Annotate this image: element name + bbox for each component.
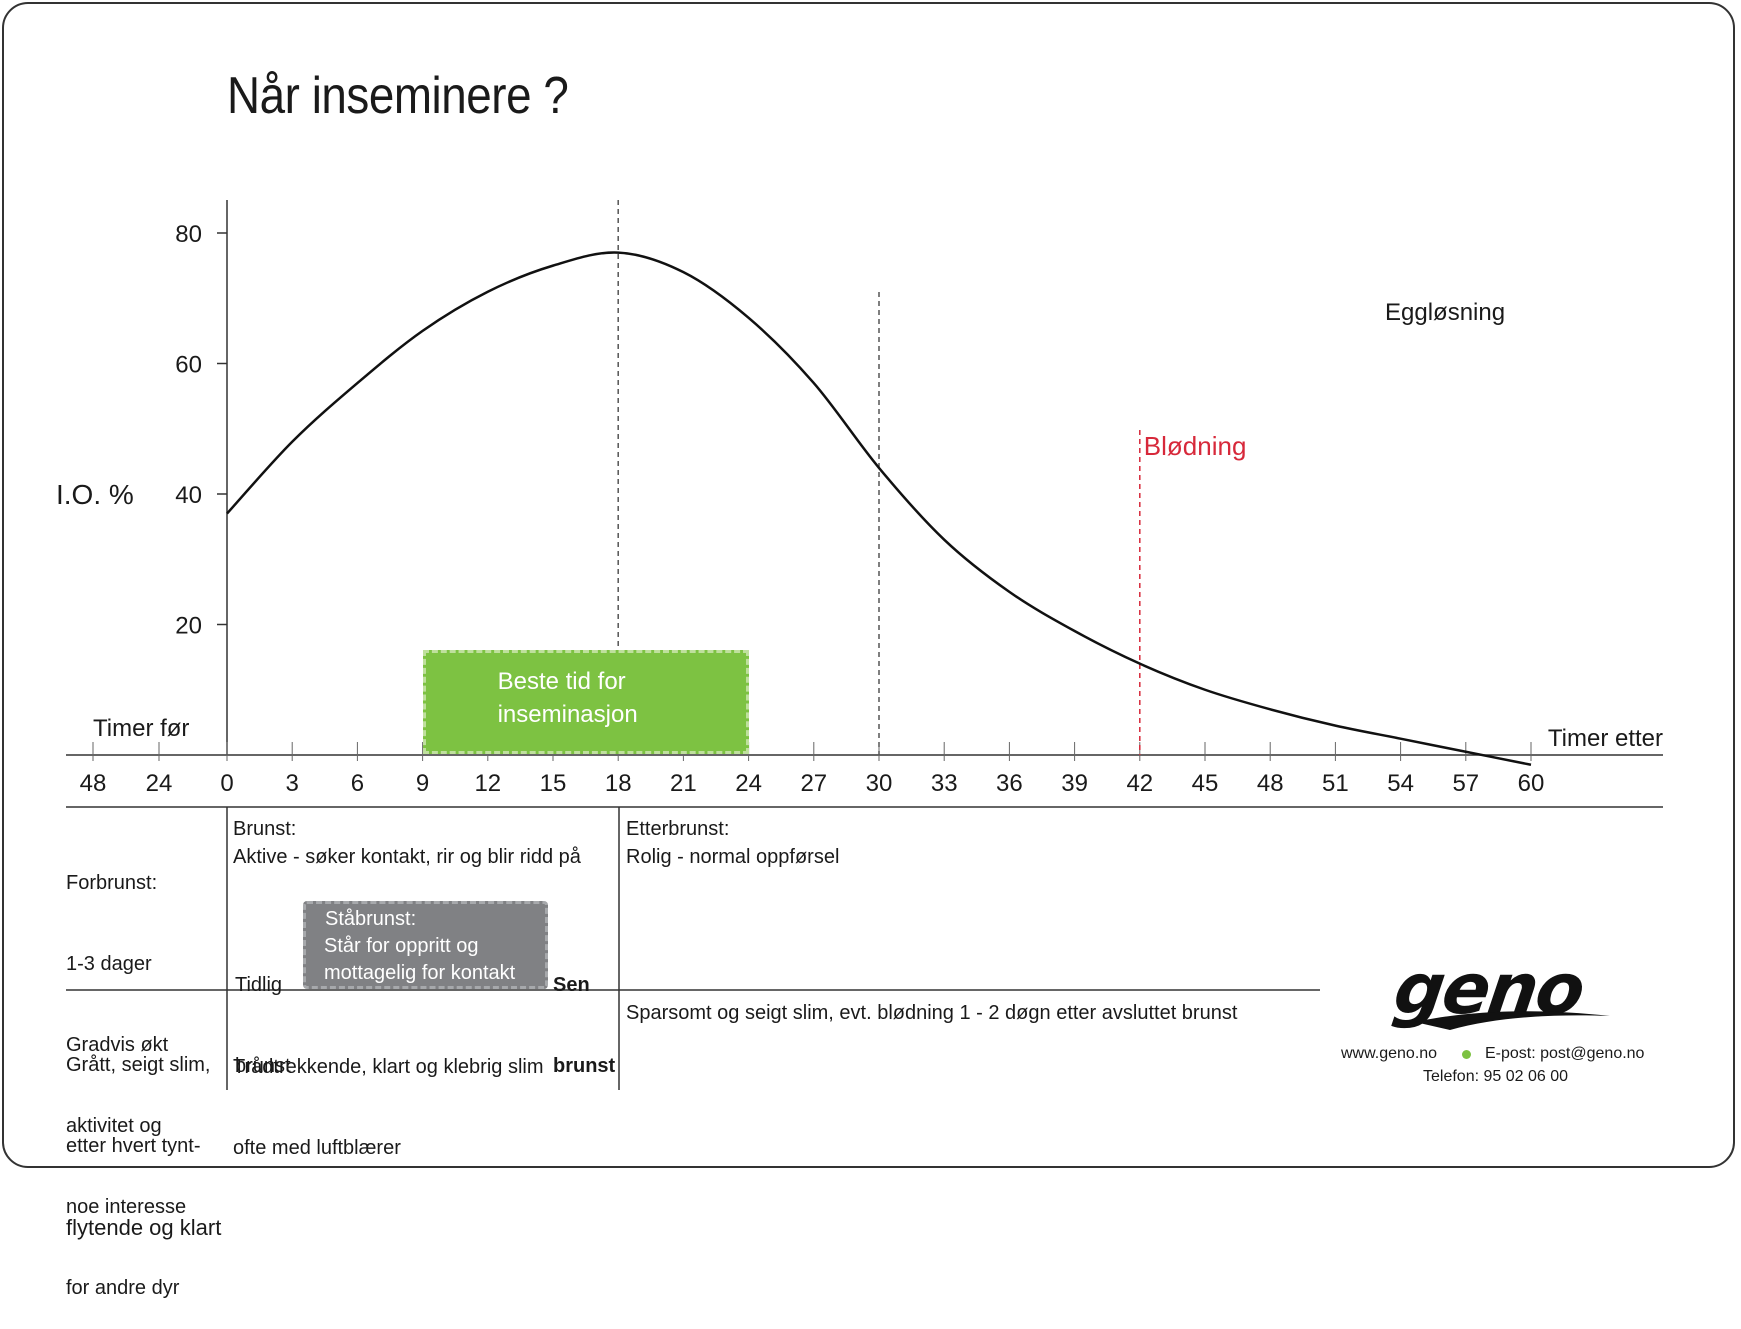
brunst-line: Aktive - søker kontakt, rir og blir ridd… — [233, 846, 581, 868]
early-heat-line-2: brunst — [235, 1055, 291, 1077]
forbrunst-line-2: Gradvis økt — [66, 1034, 169, 1056]
x-label-after: Timer etter — [1548, 725, 1663, 752]
x-tick-label: 33 — [931, 770, 958, 797]
x-tick-label: 12 — [474, 770, 501, 797]
x-tick-label: 54 — [1387, 770, 1414, 797]
y-tick-label: 60 — [175, 352, 202, 379]
x-tick-label: 45 — [1192, 770, 1219, 797]
x-tick-label: 24 — [146, 770, 173, 797]
footer-email[interactable]: E-post: post@geno.no — [1485, 1045, 1645, 1062]
best-time-box: Beste tid for inseminasjon — [422, 650, 749, 754]
etterbrunst-mucus: Sparsomt og seigt slim, evt. blødning 1 … — [626, 1002, 1238, 1024]
brunst-mucus-1: Trådtrekkende, klart og klebrig slim — [233, 1056, 544, 1078]
logo-swoosh — [1415, 1011, 1610, 1030]
y-tick-label: 20 — [175, 613, 202, 640]
forbrunst-mucus-3: flytende og klart — [66, 1215, 222, 1240]
footer-phone: Telefon: 95 02 06 00 — [1423, 1068, 1569, 1085]
footer-bullet-icon — [1462, 1050, 1471, 1059]
forbrunst-line-3: aktivitet og — [66, 1115, 162, 1137]
brunst-mucus-cell: Trådtrekkende, klart og klebrig slim oft… — [233, 1000, 544, 1189]
standing-heat-box: Ståbrunst: Står for oppritt og mottageli… — [303, 901, 548, 989]
forbrunst-mucus-1: Grått, seigt slim, — [66, 1054, 211, 1076]
x-tick-label: 36 — [996, 770, 1023, 797]
x-tick-label: 15 — [540, 770, 567, 797]
forbrunst-line-1: 1-3 dager — [66, 953, 152, 975]
late-heat-line-2: brunst — [553, 1055, 616, 1077]
brunst-header: Brunst: — [233, 818, 297, 840]
x-tick-label: 24 — [735, 770, 762, 797]
x-tick-label: 6 — [351, 770, 364, 797]
x-tick-label: 27 — [800, 770, 827, 797]
x-label-before: Timer før — [93, 715, 189, 742]
forbrunst-header: Forbrunst: — [66, 872, 158, 894]
etterbrunst-header: Etterbrunst: — [626, 818, 730, 840]
early-heat-line-1: Tidlig — [235, 974, 283, 996]
x-tick-label: 18 — [605, 770, 632, 797]
best-time-line-2: inseminasjon — [497, 701, 638, 728]
x-tick-label: 48 — [1257, 770, 1284, 797]
footer-web[interactable]: www.geno.no — [1341, 1045, 1438, 1062]
y-tick-label: 80 — [175, 221, 202, 248]
late-heat-cell: Sen brunst — [553, 918, 615, 1107]
io-curve — [226, 251, 1532, 767]
x-tick-label: 30 — [866, 770, 893, 797]
x-tick-label: 42 — [1126, 770, 1153, 797]
standing-heat-line-2: mottagelig for kontakt — [324, 962, 516, 984]
x-tick-label: 51 — [1322, 770, 1349, 797]
early-heat-cell: Tidlig brunst — [235, 918, 291, 1107]
bleeding-label: Blødning — [1144, 431, 1247, 461]
best-time-line-1: Beste tid for — [497, 668, 626, 695]
forbrunst-mucus-cell: Grått, seigt slim, etter hvert tynt- fly… — [66, 998, 221, 1268]
ovulation-label: Eggløsning — [1385, 299, 1505, 326]
page-title: Når inseminere ? — [227, 67, 569, 125]
y-axis-label: I.O. % — [56, 479, 134, 510]
x-tick-label: 21 — [670, 770, 697, 797]
brunst-mucus-2: ofte med luftblærer — [233, 1137, 401, 1159]
x-tick-label: 60 — [1518, 770, 1545, 797]
x-tick-label: 57 — [1452, 770, 1479, 797]
poster-frame — [2, 2, 1735, 1168]
x-tick-label: 0 — [220, 770, 233, 797]
etterbrunst-line: Rolig - normal oppførsel — [626, 846, 840, 868]
x-tick-label: 48 — [80, 770, 107, 797]
forbrunst-mucus-2: etter hvert tynt- — [66, 1135, 201, 1157]
x-tick-label: 9 — [416, 770, 429, 797]
standing-heat-header: Ståbrunst: — [325, 908, 417, 930]
table-grid — [66, 806, 1663, 1090]
y-tick-label: 40 — [175, 482, 202, 509]
x-tick-label: 39 — [1061, 770, 1088, 797]
forbrunst-line-5: for andre dyr — [66, 1277, 180, 1299]
x-tick-label: 3 — [286, 770, 299, 797]
late-heat-line-1: Sen — [553, 974, 590, 996]
standing-heat-line-1: Står for oppritt og — [324, 935, 479, 957]
